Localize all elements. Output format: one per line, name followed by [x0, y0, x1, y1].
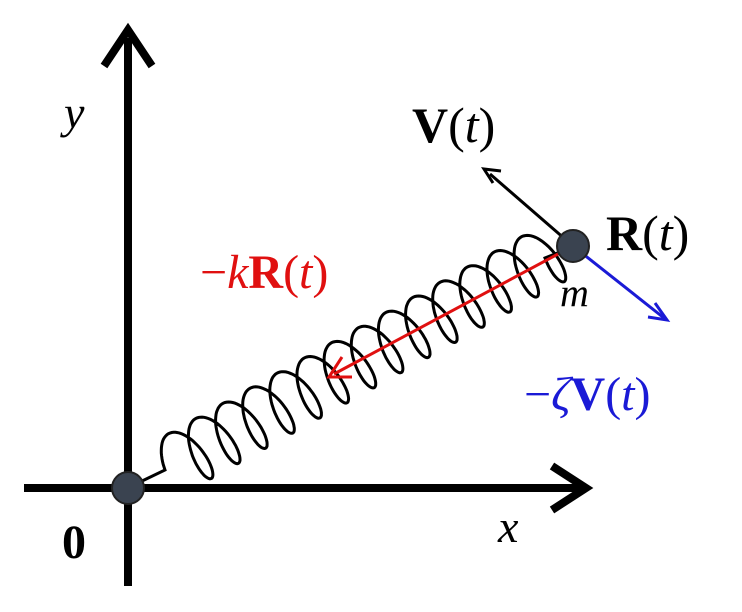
spring-force-label: −kR(t) [200, 246, 328, 299]
friction-arrow [572, 244, 665, 320]
spring-force-arrow [333, 244, 574, 376]
origin-anchor [111, 471, 145, 505]
mass-label: m [560, 270, 589, 315]
velocity-arrowhead-icon [481, 167, 502, 184]
position-label: R(t) [606, 205, 689, 261]
friction-label: −ζV(t) [524, 368, 651, 421]
y-axis-label: y [60, 87, 85, 138]
y-axis-arrowhead-icon [100, 22, 156, 69]
origin-label: 0 [62, 516, 86, 569]
velocity-label: V(t) [412, 97, 495, 153]
mass-ball [556, 229, 590, 263]
spring-force-arrowhead-icon [326, 356, 352, 379]
x-axis-label: x [497, 501, 519, 552]
velocity-arrow [489, 172, 574, 248]
x-axis-arrowhead-icon [549, 462, 594, 514]
friction-arrowhead-icon [647, 302, 671, 323]
